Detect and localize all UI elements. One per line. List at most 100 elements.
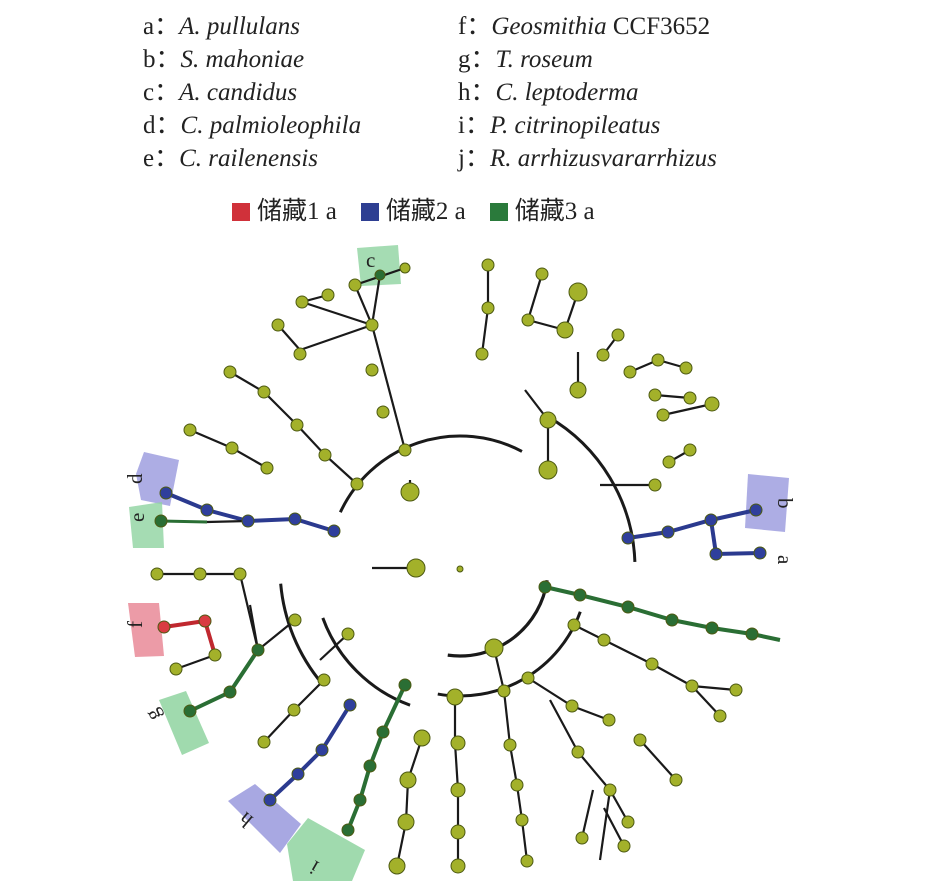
legend-label: 储藏3 a [514,198,595,225]
tree-node [341,823,355,837]
tree-node [683,443,697,457]
tree-arc [321,617,411,707]
tree-node [374,269,386,281]
legend-item: 储藏1 a [232,196,337,228]
species-key-row: d：C. palmioleophila [143,109,361,142]
species-name: C. railenensis [179,145,319,172]
tree-node [713,709,727,723]
tree-node [575,831,589,845]
tree-node [521,671,535,685]
shade-e [129,502,164,548]
tree-branch [580,789,595,839]
species-key-row: f：Geosmithia CCF3652 [458,10,717,43]
tree-node [353,793,367,807]
clade-label-a: a [773,555,797,565]
tree-node [233,567,247,581]
tree-node [749,503,763,517]
tree-node [376,725,390,739]
tree-node [538,580,552,594]
tree-node [596,348,610,362]
tree-branch [157,572,260,651]
species-key-row: e：C. railenensis [143,142,361,175]
tree-node [704,396,720,412]
tree-node [481,301,495,315]
tree-node [611,328,625,342]
tree-node [450,824,466,840]
tree-nodes [150,258,767,875]
tree-node [456,565,464,573]
clade-label-c: c [366,248,375,272]
tree-node [398,678,412,692]
tree-branch [603,807,625,847]
tree-node [315,743,329,757]
tree-node [679,361,693,375]
species-letter: f： [458,13,492,40]
species-suffix: CCF3652 [606,13,711,40]
tree-arc [447,580,549,658]
tree-node [665,613,679,627]
tree-node [573,588,587,602]
tree-branch [206,519,249,524]
tree-node [648,388,662,402]
tree-node [568,282,588,302]
tree-node [295,295,309,309]
tree-node [288,613,302,627]
species-letter: j： [458,145,490,172]
tree-branch [691,685,721,717]
species-letter: e： [143,145,180,172]
clade-shades [128,245,789,881]
tree-node [365,363,379,377]
tree-node [621,600,635,614]
tree-node [251,643,265,657]
tree-branch [662,402,713,417]
tree-branch [268,703,352,802]
legend-label: 储藏1 a [257,198,337,225]
tree-node [241,514,255,528]
tree-node [633,733,647,747]
tree-node [617,839,631,853]
tree-node [503,738,517,752]
tree-node [450,858,466,874]
tree-arc [279,583,324,685]
shade-h [228,784,301,853]
tree-branch [549,699,629,823]
tree-node [656,408,670,422]
tree-node [484,638,504,658]
species-name: A. pullulans [179,13,300,40]
tree-node [481,258,495,272]
tree-node [661,525,675,539]
species-letter: c： [143,79,180,106]
clade-label-f: f [123,621,147,628]
tree-node [200,503,214,517]
species-key-row: g：T. roseum [458,43,717,76]
tree-node [291,767,305,781]
species-name: C. palmioleophila [180,112,362,139]
tree-node [662,455,676,469]
tree-node [257,735,271,749]
tree-node [683,391,697,405]
tree-node [293,347,307,361]
tree-node [225,441,239,455]
tree-node [669,773,683,787]
tree-node [704,513,718,527]
species-key-row: h：C. leptoderma [458,76,717,109]
tree-branch [627,508,757,540]
species-name: C. leptoderma [495,79,639,106]
tree-node [745,627,759,641]
species-name: P. citrinopileatus [489,112,661,139]
tree-node [556,321,574,339]
tree-node [398,443,412,457]
legend-label: 储藏2 a [385,198,466,225]
tree-node [538,460,558,480]
tree-node [183,423,197,437]
tree-node [363,759,377,773]
shade-f [128,603,164,657]
tree-node [475,347,489,361]
tree-node [571,745,585,759]
legend-swatch [489,203,508,221]
tree-node [705,621,719,635]
tree-arc [339,434,523,513]
species-letter: h： [458,79,496,106]
species-key-row: j：R. arrhizusvararrhizus [458,142,717,175]
tree-node [183,704,197,718]
